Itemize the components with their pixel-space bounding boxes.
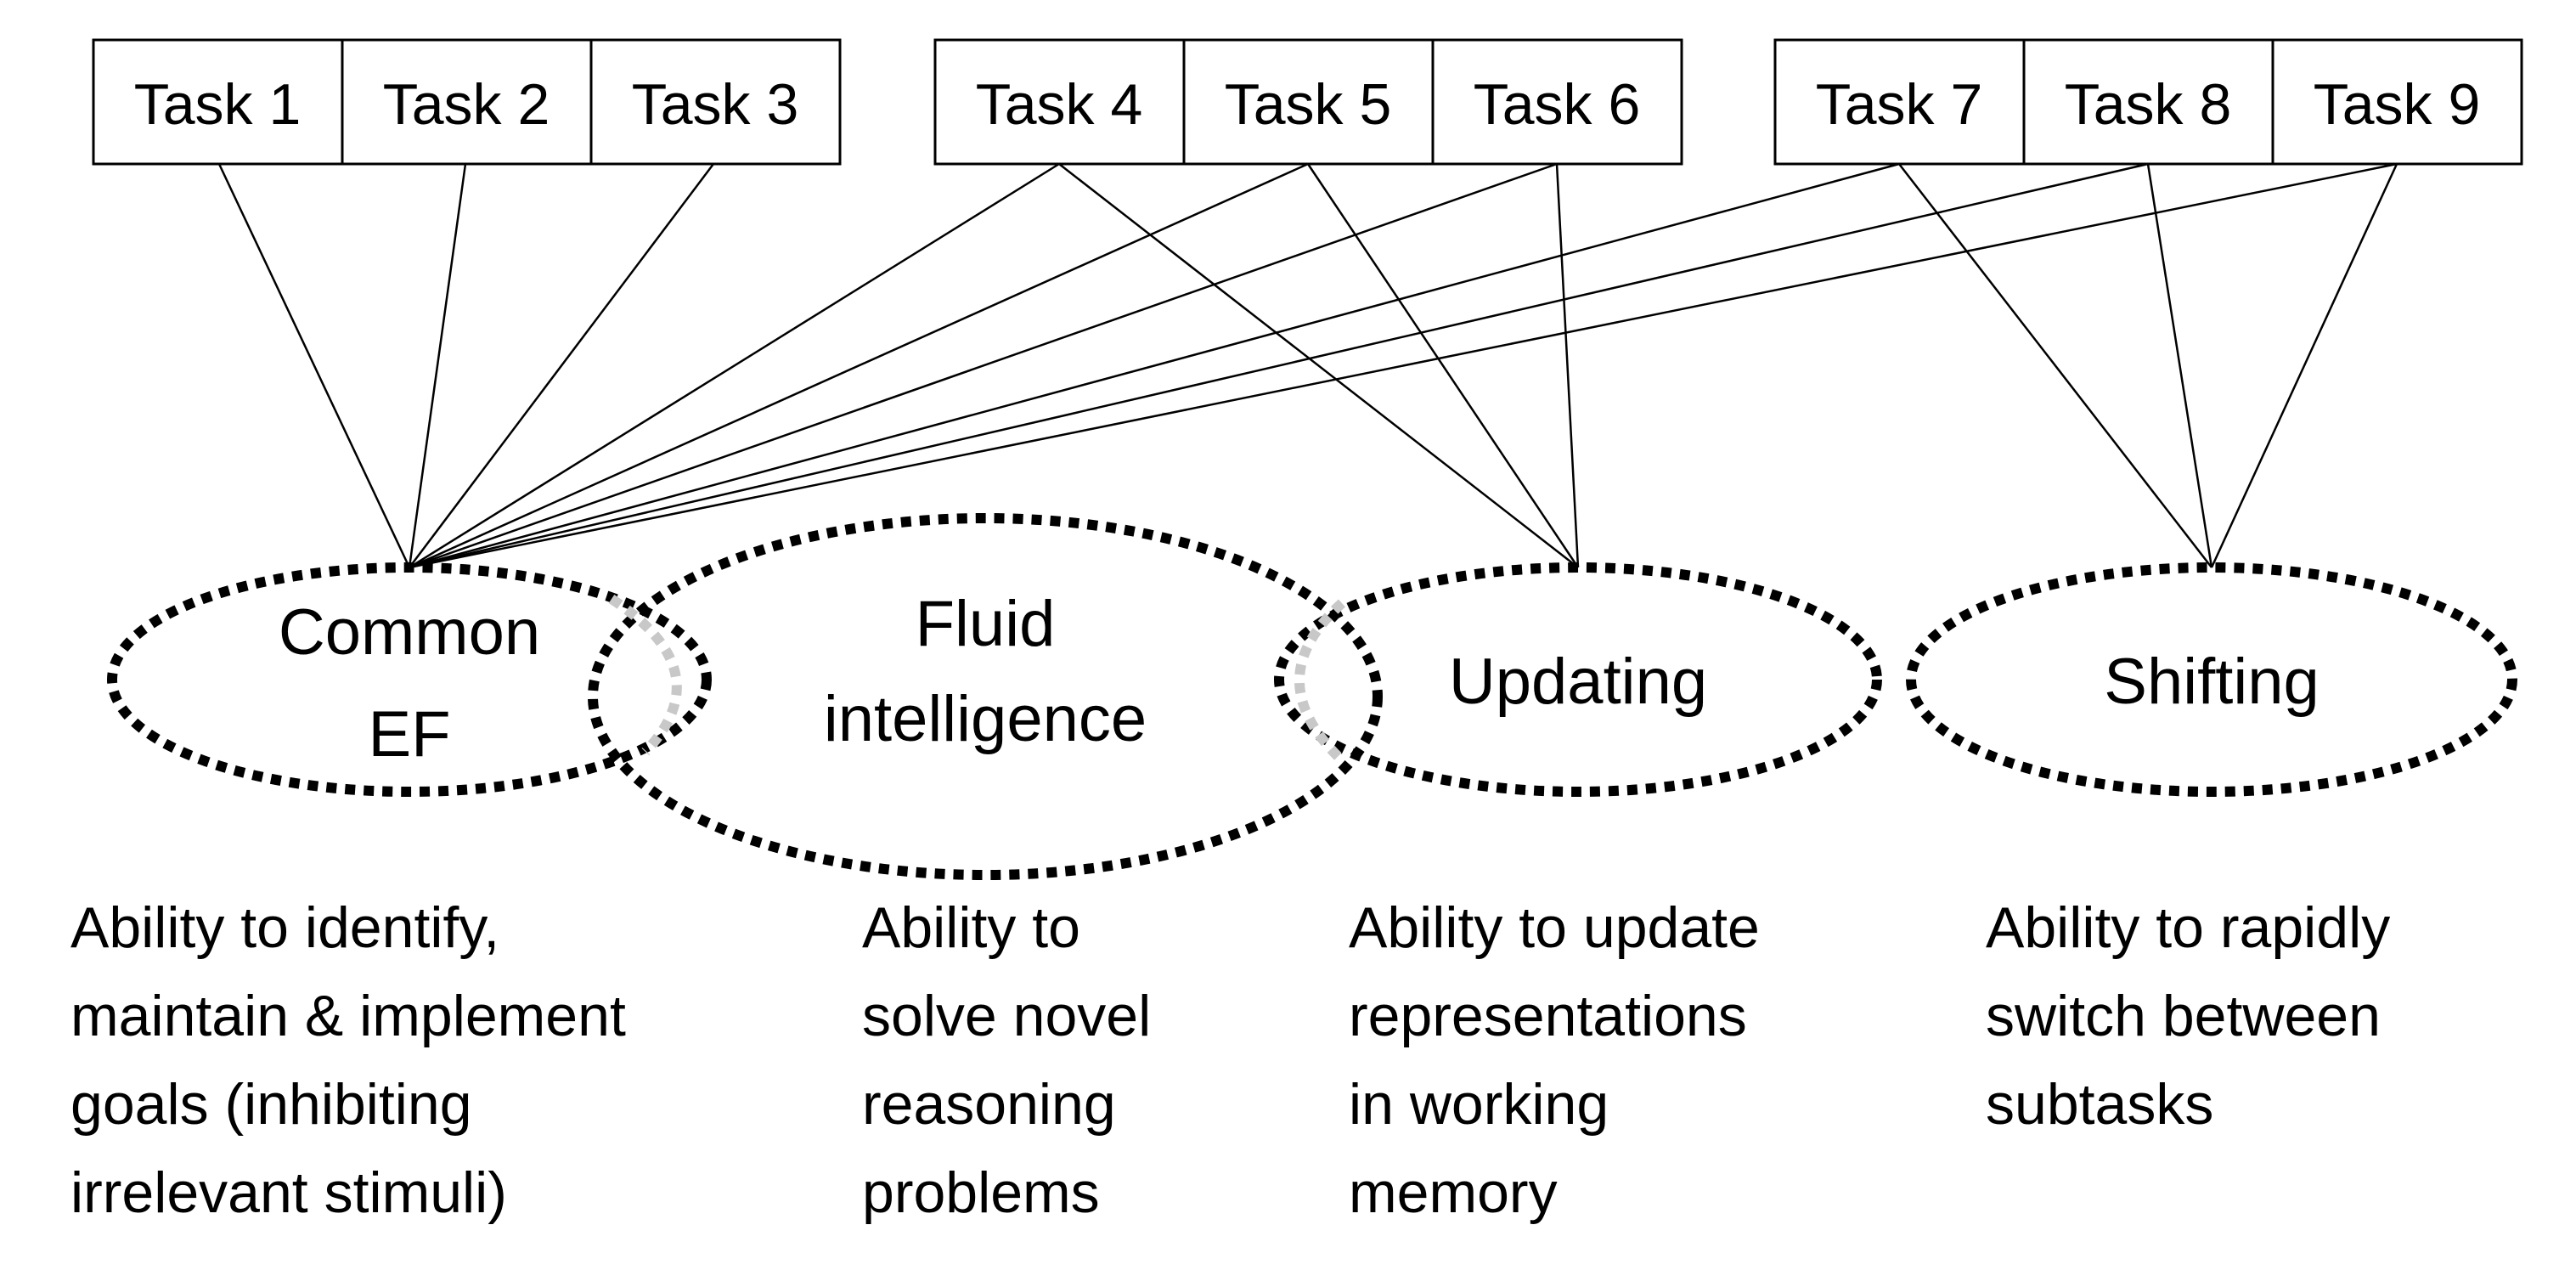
loading-line-task2-common (408, 163, 467, 568)
loading-line-task1-common (217, 163, 411, 568)
task-box-7: Task 7 (1773, 38, 2026, 166)
common-fluid-overlap-arc (608, 594, 682, 756)
task-label-7: Task 7 (1816, 72, 1983, 137)
common-ef-label-line1: Common (279, 596, 540, 669)
updating-description: Ability to update representations in wor… (1349, 895, 1760, 1225)
task-label-1: Task 1 (134, 72, 302, 137)
task-label-8: Task 8 (2065, 72, 2232, 137)
task-label-9: Task 9 (2314, 72, 2481, 137)
shifting-ellipse (1906, 562, 2517, 797)
task-box-4: Task 4 (933, 38, 1186, 166)
fluid-label-line2: intelligence (824, 683, 1147, 755)
task-box-3: Task 3 (589, 38, 842, 166)
loading-line-task3-common (409, 163, 714, 568)
task-label-2: Task 2 (383, 72, 550, 137)
fluid-label-line1: Fluid (916, 588, 1056, 660)
fluid-updating-overlap-arc (1294, 599, 1346, 765)
loading-line-task9-shifting (2210, 163, 2398, 568)
task-boxes: Task 1 Task 2 Task 3 Task 4 Task 5 Task … (92, 38, 2523, 166)
loading-line-task8-common (409, 162, 2149, 569)
loading-line-task4-updating (1058, 163, 1579, 568)
loading-line-task9-common (409, 162, 2398, 569)
updating-ellipse (1274, 562, 1882, 797)
loading-line-task5-common (409, 162, 1309, 569)
loading-line-task5-updating (1306, 163, 1580, 568)
task-box-8: Task 8 (2022, 38, 2274, 166)
common-ef-ellipse (107, 562, 712, 797)
shifting-description: Ability to rapidly switch between subtas… (1986, 895, 2391, 1137)
loading-line-task8-shifting (2146, 163, 2213, 568)
loading-line-task7-common (409, 162, 1900, 569)
task-label-5: Task 5 (1225, 72, 1392, 137)
task-box-9: Task 9 (2271, 38, 2523, 166)
task-box-2: Task 2 (341, 38, 593, 166)
common-ef-description: Ability to identify, maintain & implemen… (70, 895, 626, 1225)
task-box-1: Task 1 (92, 38, 344, 166)
fluid-intelligence-description: Ability to solve novel reasoning problem… (862, 895, 1152, 1225)
loading-lines (217, 162, 2398, 569)
task-box-6: Task 6 (1431, 38, 1683, 166)
loading-line-task6-common (409, 162, 1558, 569)
task-label-4: Task 4 (976, 72, 1143, 137)
fluid-intelligence-ellipse (588, 513, 1383, 880)
loading-line-task4-common (409, 162, 1060, 569)
loading-line-task7-shifting (1898, 163, 2212, 568)
updating-label: Updating (1449, 646, 1707, 718)
task-label-6: Task 6 (1474, 72, 1641, 137)
common-ef-label-line2: EF (368, 698, 450, 770)
task-box-5: Task 5 (1182, 38, 1435, 166)
task-label-3: Task 3 (632, 72, 799, 137)
loading-line-task6-updating (1555, 163, 1580, 568)
shifting-label: Shifting (2104, 646, 2320, 718)
